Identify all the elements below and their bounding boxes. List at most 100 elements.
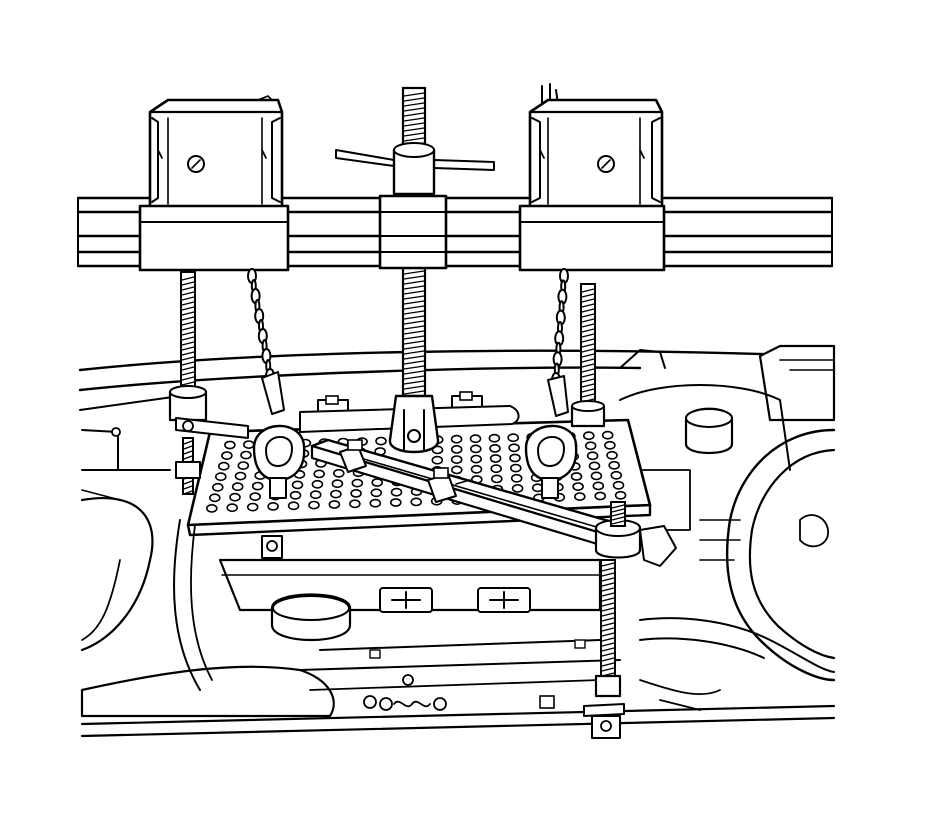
thread-tick (601, 627, 615, 632)
left-hook-shank (261, 371, 285, 415)
thread-tick (181, 361, 195, 366)
left-lift-eye-post (269, 477, 287, 499)
thread-tick (611, 520, 625, 525)
plate-hole (311, 479, 324, 489)
left-housing-screw-slot (191, 159, 201, 169)
thread-tick (403, 335, 425, 340)
intake-tab-2 (574, 639, 586, 649)
thread-tick (403, 97, 425, 102)
right-lower-hook-bolt (600, 720, 612, 732)
engine-bay (78, 344, 836, 738)
plate-hole (221, 451, 233, 460)
plate-hole (450, 444, 463, 454)
plate-hole (470, 464, 483, 474)
plate-hole (390, 487, 403, 497)
left-housing-notch-r (261, 149, 267, 159)
thread-tick (581, 358, 595, 363)
thread-tick (403, 102, 425, 107)
thread-tick (181, 276, 195, 281)
plate-hole (570, 472, 583, 481)
thread-tick (601, 647, 615, 652)
right-hose-big (725, 428, 836, 682)
thread-tick (181, 296, 195, 301)
plate-hole (209, 493, 221, 503)
left-housing-side-r (271, 117, 281, 203)
thread-tick (611, 504, 625, 509)
left-lift-eye-ring (252, 424, 306, 482)
thread-tick (403, 315, 425, 320)
thread-tick (181, 341, 195, 346)
plate-hole (590, 471, 603, 481)
intake-line-3 (309, 679, 601, 691)
thread-tick (403, 300, 425, 305)
center-lower-threads (403, 270, 425, 395)
intake-line-1 (319, 639, 601, 651)
right-lower-bracket (583, 703, 625, 717)
thread-tick (581, 363, 595, 368)
intake-tab-1 (369, 649, 381, 659)
right-housing-notch-r (639, 149, 645, 159)
thread-tick (403, 280, 425, 285)
plate-hole (224, 440, 236, 450)
right-hook-bracket (639, 525, 677, 567)
plate-hole (604, 440, 616, 450)
plate-hole (488, 433, 501, 443)
right-housing-inner (547, 117, 641, 205)
plate-hole (246, 502, 259, 512)
front-cover-line-2 (190, 524, 213, 681)
thread-tick (601, 562, 615, 567)
plate-hole (572, 482, 584, 491)
plate-hole (371, 478, 384, 487)
left-rod-arm (175, 417, 249, 439)
thread-tick (183, 490, 193, 495)
thread-tick (181, 346, 195, 351)
left-bracket (81, 429, 171, 471)
right-hose-big-inner (748, 448, 836, 660)
plate-hole (313, 469, 326, 479)
thread-tick (581, 328, 595, 333)
right-lower-rod (583, 559, 625, 739)
thread-tick (601, 582, 615, 587)
left-wire (81, 489, 121, 501)
plate-hole (206, 503, 218, 513)
thread-tick (581, 383, 595, 388)
right-lift-eye (524, 375, 578, 499)
plate-hole (510, 473, 523, 483)
plate-hole (592, 481, 605, 491)
thread-tick (403, 385, 425, 390)
plate-hole (489, 443, 501, 453)
thread-tick (601, 592, 615, 597)
thread-tick (183, 480, 193, 485)
thread-tick (403, 390, 425, 395)
plate-hole (231, 482, 244, 492)
plate-hole (594, 491, 607, 501)
thread-tick (181, 306, 195, 311)
right-lines (699, 519, 741, 561)
plate-hole (267, 501, 279, 511)
intake-bolt-2 (379, 697, 393, 711)
center-clamp-line-2 (379, 235, 447, 253)
intake-bolt-1 (363, 695, 377, 709)
thread-tick (601, 597, 615, 602)
thread-tick (601, 637, 615, 642)
reservoir-cap (685, 408, 733, 428)
spreader-block-2-cap (433, 467, 449, 479)
plate-hole (226, 503, 238, 513)
thread-tick (403, 325, 425, 330)
thread-tick (581, 288, 595, 293)
thread-tick (403, 330, 425, 335)
left-housing-ridge (257, 95, 273, 101)
plate-hole (249, 492, 261, 501)
thread-tick (403, 345, 425, 350)
thread-tick (611, 508, 625, 513)
thread-tick (581, 303, 595, 308)
plate-hole (212, 482, 224, 492)
plate-hole (450, 455, 463, 464)
right-lift-eye-inner (537, 436, 565, 467)
left-housing-side-l (151, 117, 159, 203)
thread-tick (581, 313, 595, 318)
thread-tick (181, 336, 195, 341)
plate-hole (601, 430, 614, 440)
